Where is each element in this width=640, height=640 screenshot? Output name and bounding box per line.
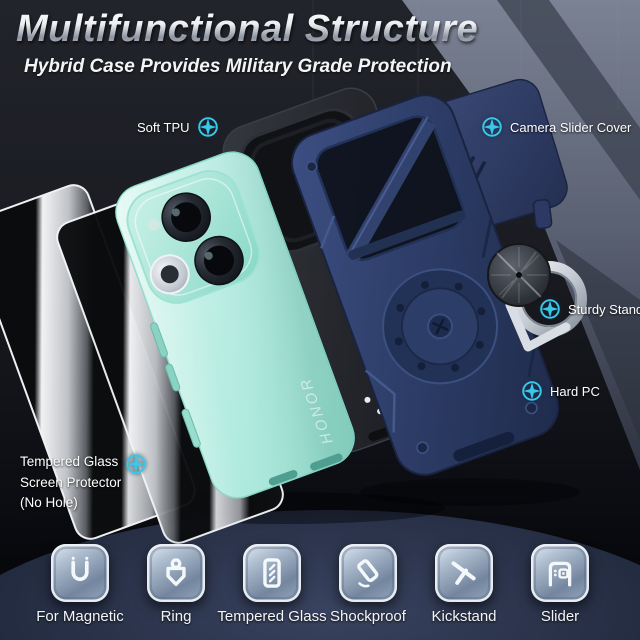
ring-stand — [487, 243, 587, 352]
feature-chip — [243, 544, 301, 602]
feature-for-magnetic: For Magnetic — [36, 544, 124, 625]
platform — [0, 510, 640, 640]
feature-label: For Magnetic — [36, 608, 124, 625]
phone: HONOR — [115, 151, 355, 499]
feature-label: Kickstand — [431, 608, 497, 625]
feature-shockproof: Shockproof — [330, 544, 406, 625]
camera-flash — [147, 218, 160, 231]
feature-label: Shockproof — [330, 608, 406, 625]
tempered-glass-icon — [263, 558, 281, 588]
volume-button — [150, 322, 168, 358]
starburst-icon — [481, 116, 503, 138]
callout-sturdy-stand-label: Sturdy Stand — [568, 301, 640, 317]
feature-slider: Slider — [531, 544, 589, 625]
power-button — [165, 363, 181, 392]
callout-tempered-glass-line2: Screen Protector — [20, 474, 122, 490]
feature-chip — [51, 544, 109, 602]
feature-chip — [147, 544, 205, 602]
feature-chip — [435, 544, 493, 602]
callout-camera-slider-cover: Camera Slider Cover — [481, 116, 631, 138]
ring-holder-icon — [166, 558, 186, 587]
starburst-icon — [197, 116, 219, 138]
feature-chip — [531, 544, 589, 602]
feature-row: For Magnetic Ring Tempered Glass — [36, 544, 589, 625]
callout-tempered-glass-line3: (No Hole) — [20, 495, 78, 510]
page-title: Multifunctional Structure — [16, 8, 479, 50]
feature-kickstand: Kickstand — [431, 544, 497, 625]
header: Multifunctional Structure Hybrid Case Pr… — [16, 8, 478, 78]
feature-label: Ring — [160, 608, 192, 625]
kickstand-icon — [451, 561, 476, 585]
callout-tempered-glass: Tempered Glass Screen Protector (No Hole… — [20, 452, 121, 514]
sim-tray — [181, 408, 201, 448]
callout-tempered-glass-line1: Tempered Glass — [20, 454, 119, 469]
callout-hard-pc: Hard PC — [521, 380, 600, 402]
starburst-icon — [125, 453, 147, 475]
callout-soft-tpu: Soft TPU — [137, 116, 219, 138]
slider-icon — [548, 561, 572, 587]
feature-chip — [339, 544, 397, 602]
callout-camera-slider-cover-label: Camera Slider Cover — [510, 119, 632, 135]
magnet-icon — [71, 556, 89, 582]
callout-sturdy-stand: Sturdy Stand — [539, 298, 640, 320]
feature-label: Tempered Glass — [217, 608, 327, 625]
page-subtitle: Hybrid Case Provides Military Grade Prot… — [24, 56, 452, 77]
shockproof-icon — [357, 559, 379, 588]
feature-label: Slider — [540, 608, 580, 625]
starburst-icon — [521, 380, 543, 402]
callout-soft-tpu-label: Soft TPU — [137, 119, 190, 135]
starburst-icon — [539, 298, 561, 320]
callout-hard-pc-label: Hard PC — [550, 383, 600, 399]
feature-tempered-glass: Tempered Glass — [217, 544, 327, 625]
feature-ring: Ring — [147, 544, 205, 625]
